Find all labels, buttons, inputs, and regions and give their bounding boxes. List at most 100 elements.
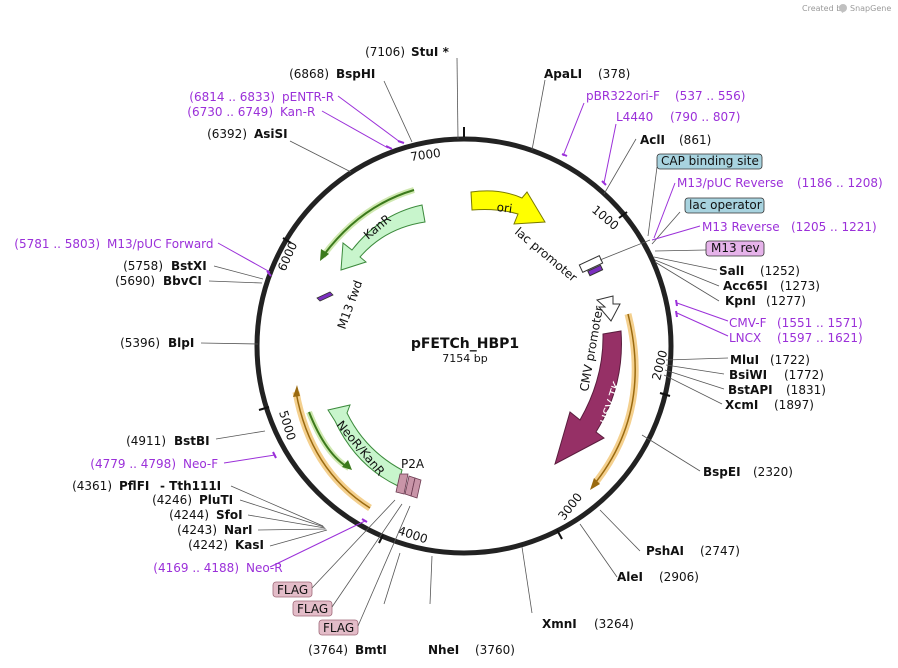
site-name-acli: AclI — [640, 133, 665, 147]
primer-name-m13puc-fwd: M13/pUC Forward — [107, 237, 214, 251]
site-name-bstbi: BstBI — [174, 434, 210, 448]
site-pos-blpi: (5396) — [120, 336, 160, 350]
cap-binding-box — [656, 153, 763, 170]
left-orange-band-line — [295, 391, 371, 509]
site-name-xmni: XmnI — [542, 617, 577, 631]
site-name-asisi: AsiSI — [254, 127, 288, 141]
site-pos-bstbi: (4911) — [126, 434, 166, 448]
primer-range-neo-f: (4779 .. 4798) — [90, 457, 176, 471]
m13-rev-label: M13 rev — [711, 241, 760, 255]
site-name-kpni: KpnI — [725, 294, 756, 308]
site-name-bsiwi: BsiWI — [729, 368, 767, 382]
plasmid-size: 7154 bp — [442, 352, 487, 365]
primer-range-m13puc-rev: (1186 .. 1208) — [797, 176, 883, 190]
site-pos-pflfi: (4361) — [72, 479, 112, 493]
site-pos-bspei: (2320) — [753, 465, 793, 479]
site-pos-bmti: (3764) — [308, 643, 348, 657]
cmv-promoter-arrow — [595, 295, 621, 322]
plasmid-name: pFETCh_HBP1 — [411, 336, 519, 352]
site-pos-asisi: (6392) — [207, 127, 247, 141]
flag-box-1 — [272, 581, 313, 598]
site-pos-mlui: (1722) — [770, 353, 810, 367]
kanr-feature-arrow — [340, 204, 426, 271]
primer-name-cmv-f: CMV-F — [729, 316, 767, 330]
site-pos-pluti: (4246) — [152, 493, 192, 507]
plasmid-backbone-inner — [260, 142, 668, 550]
primer-range-pentr-r: (6814 .. 6833) — [189, 90, 275, 104]
site-pos-xmni: (3264) — [594, 617, 634, 631]
site-name-sali: SalI — [719, 264, 744, 278]
site-name-tth111i: - Tth111I — [160, 479, 221, 493]
primer-range-m13puc-fwd: (5781 .. 5803) — [14, 237, 100, 251]
site-name-bspei: BspEI — [703, 465, 741, 479]
site-pos-pshai: (2747) — [700, 544, 740, 558]
credit-text: Created by — [802, 4, 846, 13]
site-pos-sali: (1252) — [760, 264, 800, 278]
boxed-feature-labels: CAP binding site lac operator M13 rev FL… — [272, 153, 765, 636]
flag-label-2: FLAG — [297, 602, 328, 616]
site-name-apali: ApaLI — [544, 67, 582, 81]
kanr-band-line — [322, 189, 415, 257]
site-name-nari: NarI — [224, 523, 253, 537]
site-pos-bbvci: (5690) — [115, 274, 155, 288]
site-name-xcmi: XcmI — [725, 398, 758, 412]
primer-name-lncx: LNCX — [729, 331, 761, 345]
site-name-kasi: KasI — [235, 538, 264, 552]
site-pos-bsphi: (6868) — [289, 67, 329, 81]
site-pos-nari: (4243) — [177, 523, 217, 537]
site-name-mlui: MluI — [730, 353, 759, 367]
site-name-alei: AleI — [617, 570, 643, 584]
primer-range-m13-reverse: (1205 .. 1221) — [791, 220, 877, 234]
primer-range-pbr322ori-f: (537 .. 556) — [675, 89, 745, 103]
flag-box-3 — [318, 619, 359, 636]
site-pos-xcmi: (1897) — [774, 398, 814, 412]
site-name-bstapi: BstAPI — [728, 383, 773, 397]
right-site-labels: NheI (3760) XmnI (3264) AleI (2906) PshA… — [428, 67, 826, 657]
plasmid-backbone — [254, 136, 674, 556]
site-name-blpi: BlpI — [168, 336, 194, 350]
site-pos-alei: (2906) — [659, 570, 699, 584]
site-pos-bstxi: (5758) — [123, 259, 163, 273]
ori-label: ori — [496, 200, 513, 216]
tick-marks — [258, 127, 671, 544]
site-name-bbvci: BbvCI — [163, 274, 202, 288]
site-name-acc65i: Acc65I — [723, 279, 768, 293]
primer-name-pbr322ori-f: pBR322ori-F — [586, 89, 660, 103]
p2a-label: P2A — [401, 457, 425, 471]
lac-promoter-label: lac promoter — [512, 225, 580, 285]
site-pos-sfoi: (4244) — [169, 508, 209, 522]
primer-name-m13-reverse: M13 Reverse — [702, 220, 780, 234]
site-name-nhei: NheI — [428, 643, 459, 657]
lac-operator-box — [684, 197, 765, 214]
lac-operator-label: lac operator — [689, 198, 762, 212]
kanr-band-arrowhead — [320, 249, 329, 261]
cap-binding-label: CAP binding site — [661, 154, 759, 168]
flag-connectors — [311, 499, 411, 627]
cmv-band-arrowhead — [590, 478, 600, 490]
primer-range-lncx: (1597 .. 1621) — [777, 331, 863, 345]
site-name-stui: StuI * — [411, 45, 450, 59]
primer-name-m13puc-rev: M13/pUC Reverse — [677, 176, 784, 190]
tick-label-7000: 7000 — [409, 146, 441, 164]
neokanr-feature-arrow — [327, 404, 403, 487]
primer-ticks — [266, 140, 678, 523]
primer-range-cmv-f: (1551 .. 1571) — [777, 316, 863, 330]
flag-label-3: FLAG — [323, 621, 354, 635]
cmv-band-line — [595, 313, 636, 483]
primer-name-l4440: L4440 — [616, 110, 653, 124]
site-name-bstxi: BstXI — [171, 259, 207, 273]
site-name-pflfi: PflFI — [119, 479, 149, 493]
m13-rev-block — [587, 264, 604, 277]
primer-range-l4440: (790 .. 807) — [670, 110, 740, 124]
primer-labels: (6814 .. 6833) pENTR-R (6730 .. 6749) Ka… — [14, 89, 882, 575]
site-pos-acc65i: (1273) — [780, 279, 820, 293]
credit-app: SnapGene — [850, 4, 891, 13]
left-site-labels: (7106) StuI * (6868) BspHI (6392) AsiSI … — [72, 45, 449, 657]
site-connectors — [200, 57, 729, 614]
site-pos-apali: (378) — [598, 67, 630, 81]
site-pos-kpni: (1277) — [766, 294, 806, 308]
site-name-pluti: PluTI — [199, 493, 233, 507]
hsvtk-feature-arrow — [554, 330, 622, 465]
flag-label-1: FLAG — [277, 583, 308, 597]
